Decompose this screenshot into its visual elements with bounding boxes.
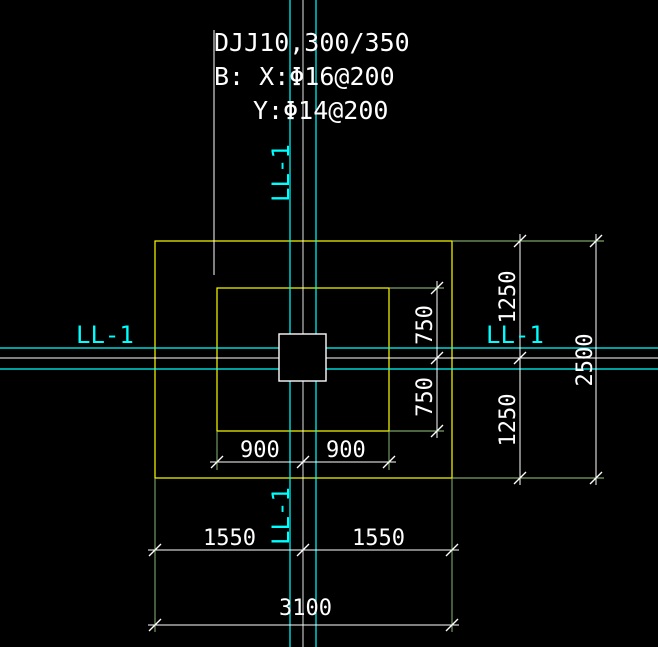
dim-text-inner-left: 900 [240,438,280,463]
tick-inner-height-mid [430,351,444,365]
tick-outer-height-top [513,234,527,248]
dimension-ticks [148,234,603,632]
tick-inner-width-left [210,455,224,469]
beam-label-horizontal-left: LL-1 [76,321,134,349]
tick-outer-width-mid [296,543,310,557]
tick-outer-height-mid [513,351,527,365]
label-line-3: Y:Φ14@200 [253,96,388,125]
tick-inner-width-mid [296,455,310,469]
label-line-1: DJJ10,300/350 [214,28,410,57]
beam-label-vertical-top: LL-1 [267,144,295,202]
tick-inner-height-bottom [430,424,444,438]
footing-outer-step [154,240,453,479]
column [278,333,327,382]
dim-text-outer-top: 1250 [496,271,521,324]
label-line-2: B: X:Φ16@200 [214,62,395,91]
dim-text-overall-height: 2500 [573,334,598,387]
tick-outer-height-bottom [513,471,527,485]
tick-overall-height-top [589,234,603,248]
tick-inner-width-right [382,455,396,469]
dim-text-inner-top: 750 [413,305,438,345]
extension-lines [154,240,604,632]
dim-text-outer-right: 1550 [352,526,405,551]
dimension-lines [148,234,597,626]
tick-outer-width-left [148,543,162,557]
dim-text-inner-right: 900 [326,438,366,463]
tick-overall-width-left [148,618,162,632]
tick-outer-width-right [445,543,459,557]
tick-overall-width-right [445,618,459,632]
tick-inner-height-top [430,281,444,295]
dim-text-inner-bottom: 750 [413,377,438,417]
beam-label-horizontal-right: LL-1 [486,321,544,349]
dim-text-overall-width: 3100 [279,596,332,621]
dim-text-outer-bottom: 1250 [496,394,521,447]
tick-overall-height-bottom [589,471,603,485]
dim-text-outer-left: 1550 [203,526,256,551]
beam-label-vertical-bottom: LL-1 [267,487,295,545]
